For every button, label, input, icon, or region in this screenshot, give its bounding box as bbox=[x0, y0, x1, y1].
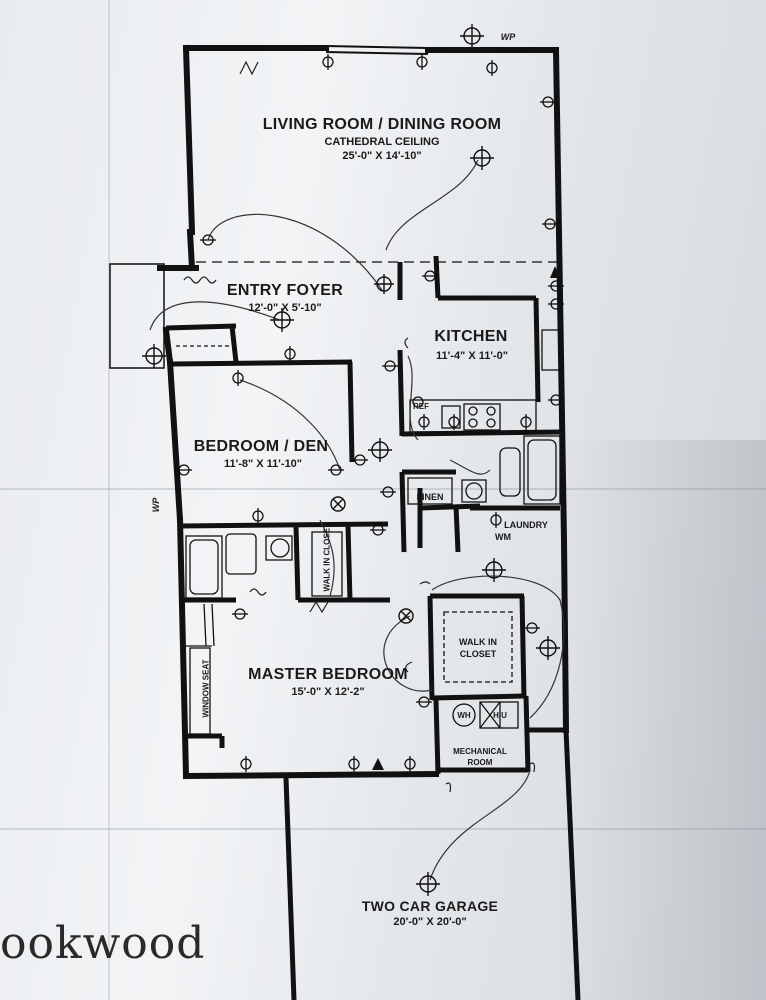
kitchen-label: KITCHEN bbox=[434, 328, 508, 345]
living-room-label: LIVING ROOM / DINING ROOM bbox=[262, 116, 502, 133]
interior-walls bbox=[165, 255, 563, 775]
wp-note-left: WP bbox=[151, 497, 161, 513]
brand-wordmark: ookwood bbox=[0, 918, 206, 969]
living-room-dimensions: 25'-0" X 14'-10" bbox=[342, 150, 422, 162]
fold-line bbox=[108, 0, 110, 1000]
linen-label: LINEN bbox=[416, 492, 444, 502]
washer-label: WM bbox=[495, 532, 511, 542]
fold-line bbox=[0, 828, 766, 830]
small-walk-in-closet-label: WALK IN CLOSET bbox=[322, 523, 332, 592]
garage-dimensions: 20'-0" X 20'-0" bbox=[393, 916, 467, 928]
shadow bbox=[560, 440, 766, 1000]
laundry-label: LAUNDRY bbox=[504, 520, 548, 530]
entry-step bbox=[109, 263, 165, 369]
master-bedroom-label: MASTER BEDROOM bbox=[248, 666, 408, 683]
mechanical-room-label: MECHANICAL ROOM bbox=[453, 747, 507, 767]
window-seat-label: WINDOW SEAT bbox=[201, 659, 211, 718]
walk-in-closet-label: WALK IN CLOSET bbox=[459, 637, 497, 659]
exterior-walls bbox=[157, 44, 570, 780]
handwritten-marks bbox=[183, 60, 536, 793]
wiring-lines bbox=[149, 159, 565, 881]
kitchen-dimensions: 11'-4" X 11'-0" bbox=[436, 350, 508, 362]
phone-jacks bbox=[372, 266, 560, 770]
refrigerator-label: REF bbox=[413, 402, 429, 411]
fold-line bbox=[0, 488, 766, 490]
hvac-label: H U bbox=[493, 711, 507, 720]
wp-note-top: WP bbox=[500, 32, 516, 42]
entry-foyer-label: ENTRY FOYER bbox=[226, 282, 344, 299]
x-fixtures bbox=[330, 496, 414, 624]
garage-walls bbox=[283, 727, 581, 1000]
master-bedroom-dimensions: 15'-0" X 12'-2" bbox=[291, 686, 365, 698]
garage-label: TWO CAR GARAGE bbox=[361, 898, 499, 914]
living-room-note: CATHEDRAL CEILING bbox=[324, 136, 440, 148]
light-fixtures bbox=[142, 24, 560, 896]
outlets bbox=[176, 54, 564, 772]
entry-foyer-dimensions: 12'-0" X 5'-10" bbox=[248, 302, 322, 314]
window-top bbox=[325, 45, 429, 55]
water-heater-label: WH bbox=[457, 711, 471, 720]
thin-lines bbox=[176, 261, 563, 737]
bedroom-den-label: BEDROOM / DEN bbox=[193, 438, 329, 455]
bedroom-den-dimensions: 11'-8" X 11'-10" bbox=[223, 458, 303, 470]
